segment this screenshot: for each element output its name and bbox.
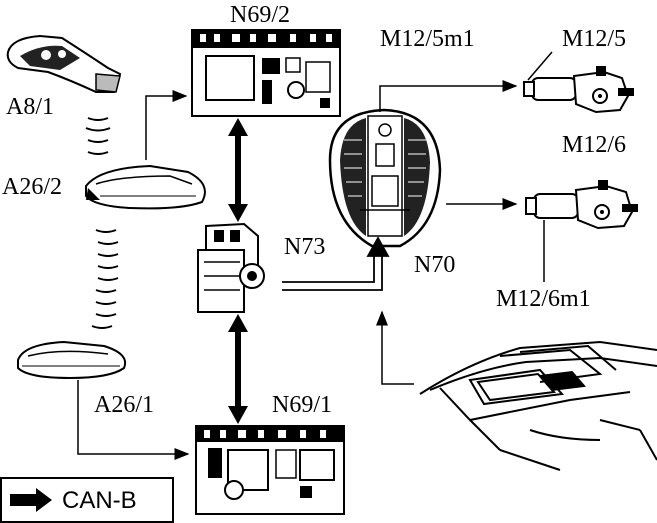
legend-can-b-label: CAN-B bbox=[62, 487, 137, 514]
label-n70: N70 bbox=[414, 252, 455, 278]
legend: CAN-B bbox=[0, 477, 174, 523]
door-handle-lower-icon bbox=[17, 340, 126, 380]
label-m12-6: M12/6 bbox=[562, 132, 626, 158]
double-line-arrow-icon bbox=[10, 488, 52, 512]
signal-arrows bbox=[77, 51, 553, 460]
car-sunroof-icon bbox=[419, 340, 657, 471]
overhead-control-panel-n70-icon bbox=[328, 108, 442, 248]
label-m12-5: M12/5 bbox=[562, 26, 626, 52]
label-n69-1: N69/1 bbox=[272, 392, 332, 418]
can-b-link-upper bbox=[228, 118, 248, 222]
label-n73: N73 bbox=[284, 234, 325, 260]
control-unit-n69-2-icon bbox=[191, 29, 341, 117]
label-m12-5m1: M12/5m1 bbox=[380, 26, 475, 52]
key-fob-icon bbox=[6, 34, 122, 93]
label-a26-1: A26/1 bbox=[94, 392, 154, 418]
label-a8-1: A8/1 bbox=[6, 94, 54, 120]
ignition-switch-n73-icon bbox=[197, 222, 265, 313]
label-n69-2: N69/2 bbox=[230, 2, 290, 28]
can-b-link-n73-n70 bbox=[282, 236, 390, 291]
can-b-link-lower bbox=[228, 314, 248, 424]
control-unit-n69-1-icon bbox=[195, 425, 345, 515]
label-m12-6m1: M12/6m1 bbox=[496, 286, 591, 312]
door-handle-upper-icon bbox=[85, 164, 206, 210]
label-a26-2: A26/2 bbox=[2, 174, 62, 200]
motor-m12-6-icon bbox=[525, 180, 638, 230]
radio-signal-waves bbox=[85, 117, 119, 329]
motor-m12-5-icon bbox=[523, 66, 634, 114]
